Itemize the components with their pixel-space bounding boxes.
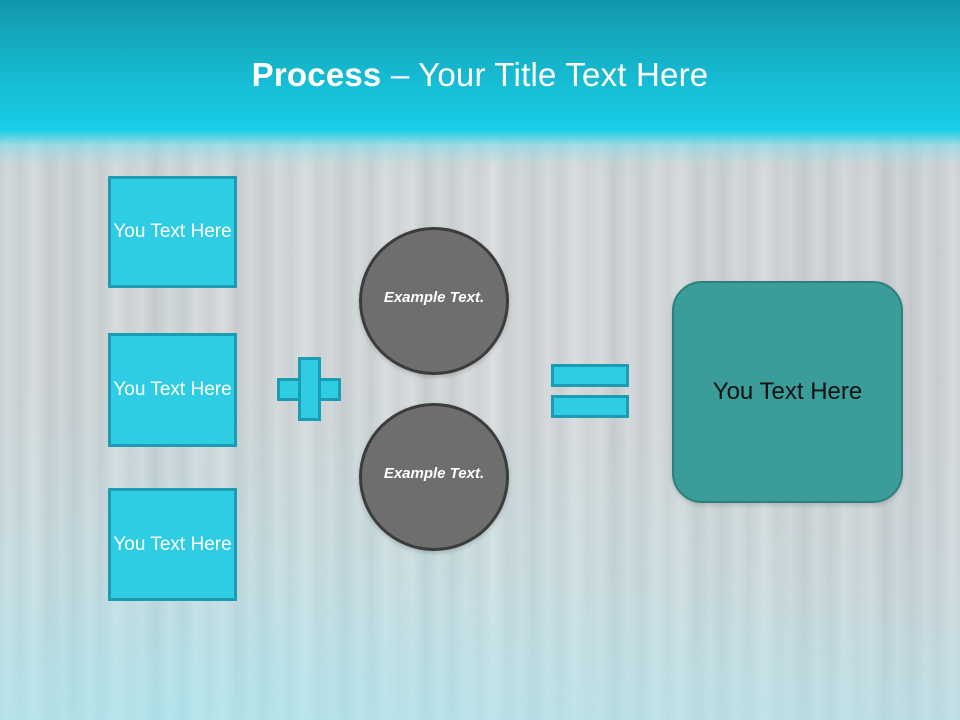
input-box-2[interactable]: You Text Here: [108, 333, 237, 447]
equals-icon: [551, 364, 629, 418]
page-title-rest: – Your Title Text Here: [381, 56, 709, 93]
plus-icon-center-fill: [301, 381, 318, 398]
header-fade-edge: [0, 131, 960, 177]
input-box-1[interactable]: You Text Here: [108, 176, 237, 288]
example-circle-2-label: Example Text.: [383, 465, 485, 482]
result-box[interactable]: You Text Here: [672, 281, 903, 503]
page-title: Process – Your Title Text Here: [0, 54, 960, 96]
input-box-3[interactable]: You Text Here: [108, 488, 237, 601]
example-circle-1-label: Example Text.: [383, 289, 485, 306]
plus-icon: [277, 357, 341, 421]
input-box-1-label: You Text Here: [113, 221, 232, 242]
result-box-label: You Text Here: [712, 378, 863, 405]
example-circle-1[interactable]: Example Text.: [359, 227, 509, 375]
slide-header-banner: [0, 0, 960, 131]
input-box-3-label: You Text Here: [113, 533, 232, 555]
equals-icon-top-bar: [551, 364, 629, 387]
example-circle-2[interactable]: Example Text.: [359, 403, 509, 551]
equals-icon-bottom-bar: [551, 395, 629, 418]
input-box-2-label: You Text Here: [113, 379, 232, 400]
page-title-bold: Process: [251, 56, 382, 93]
